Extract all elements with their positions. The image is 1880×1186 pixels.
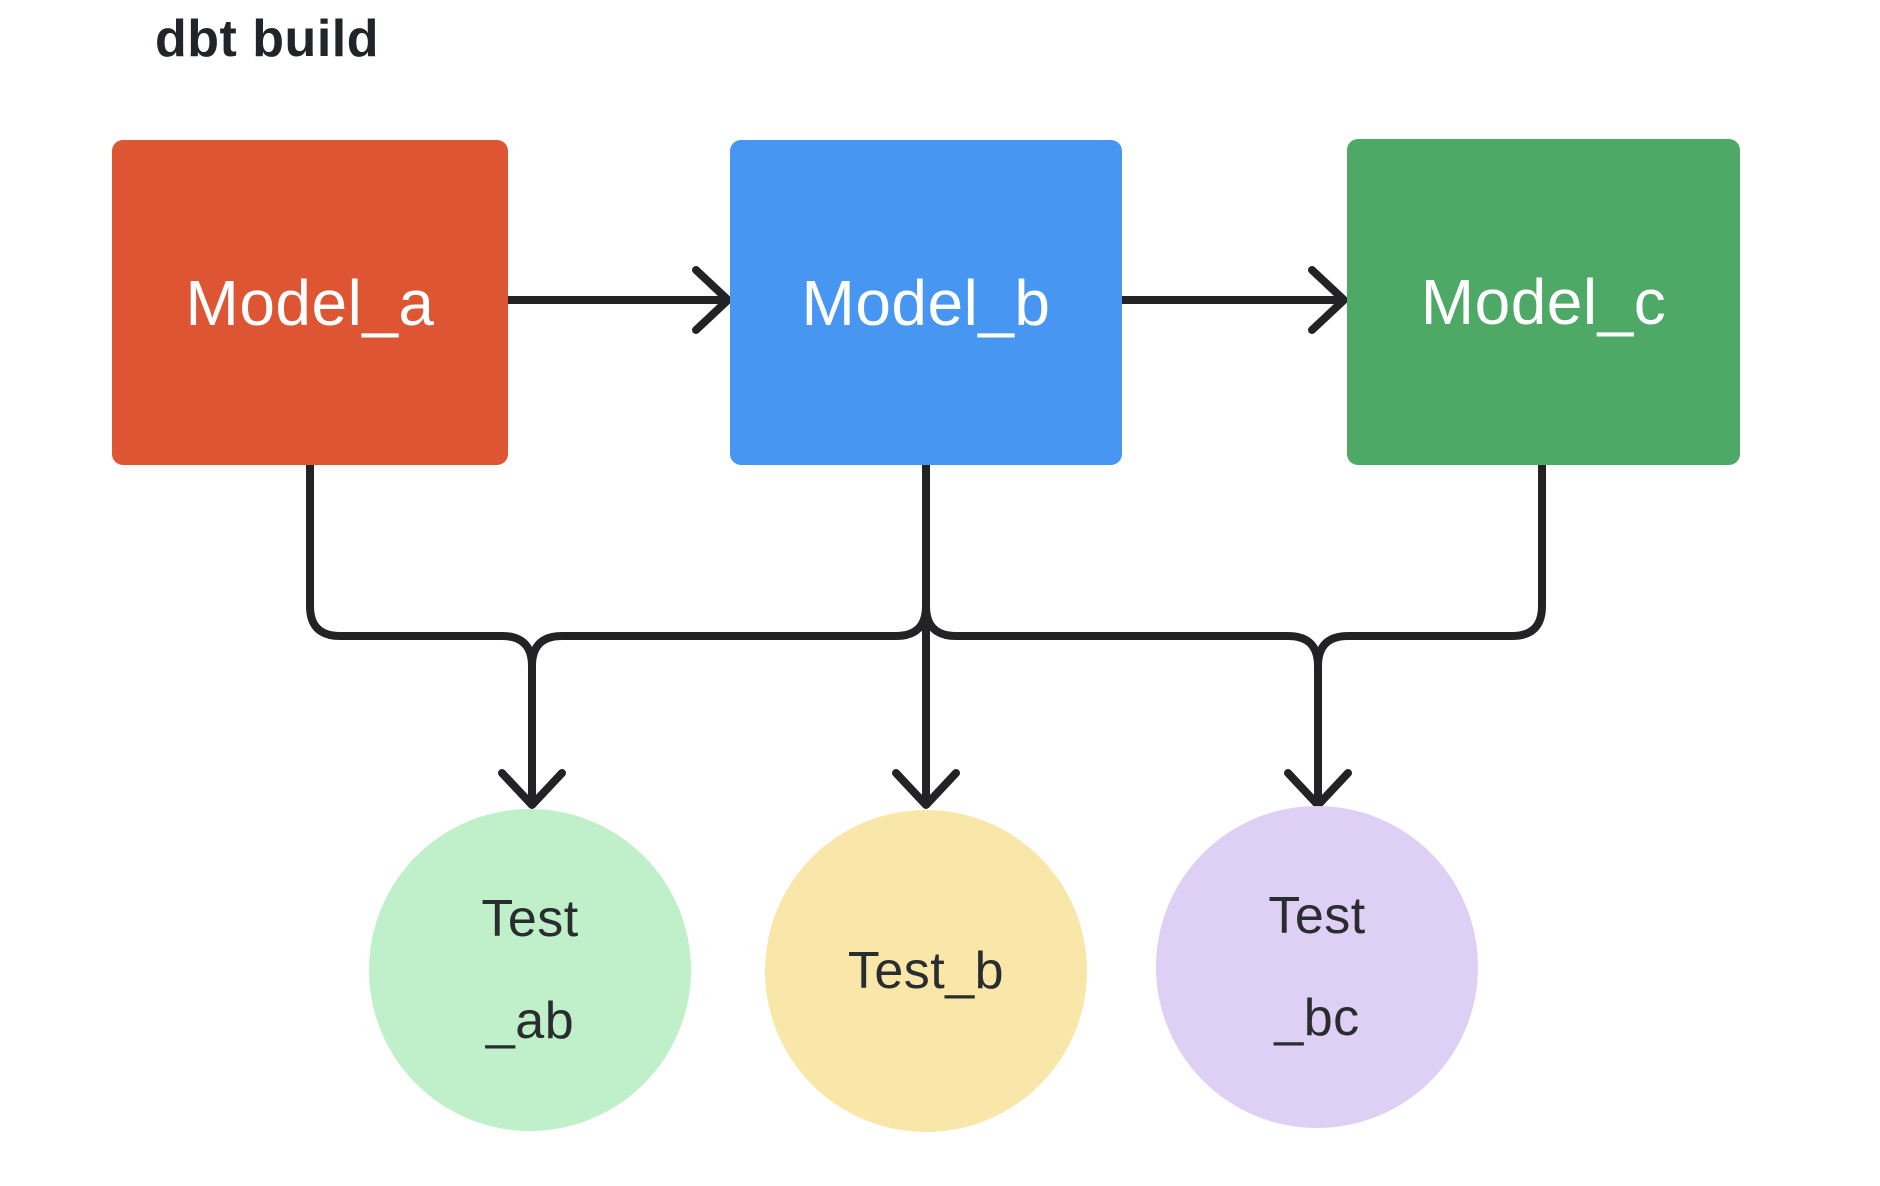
node-test-ab: Test _ab [369,809,691,1131]
model-b-label: Model_b [801,266,1051,339]
node-model-c: Model_c [1347,139,1740,465]
model-c-label: Model_c [1420,266,1667,338]
arrowhead-test-ab [498,769,566,809]
arrowhead-model-b [692,266,732,334]
node-model-a: Model_a [112,140,508,465]
edge-model-a-to-test-ab [306,461,536,807]
node-model-b: Model_b [730,140,1122,465]
model-a-label: Model_a [185,266,435,339]
diagram-title: dbt build [155,10,379,68]
node-test-bc: Test _bc [1156,806,1478,1128]
edge-model-b-to-test-ab [528,461,930,807]
arrowhead-test-bc [1284,769,1352,809]
edge-model-b-to-test-bc [922,461,1322,807]
arrowhead-test-b [892,769,960,809]
test-bc-label-line1: Test [1268,887,1366,945]
arrowhead-model-c [1308,266,1348,334]
test-ab-label-line1: Test [481,890,579,948]
test-ab-label-line2: _ab [485,992,575,1050]
test-bc-label-line2: _bc [1274,989,1360,1047]
edge-model-c-to-test-bc [1314,461,1546,807]
test-b-label: Test_b [847,942,1005,1000]
node-test-b: Test_b [765,810,1087,1132]
